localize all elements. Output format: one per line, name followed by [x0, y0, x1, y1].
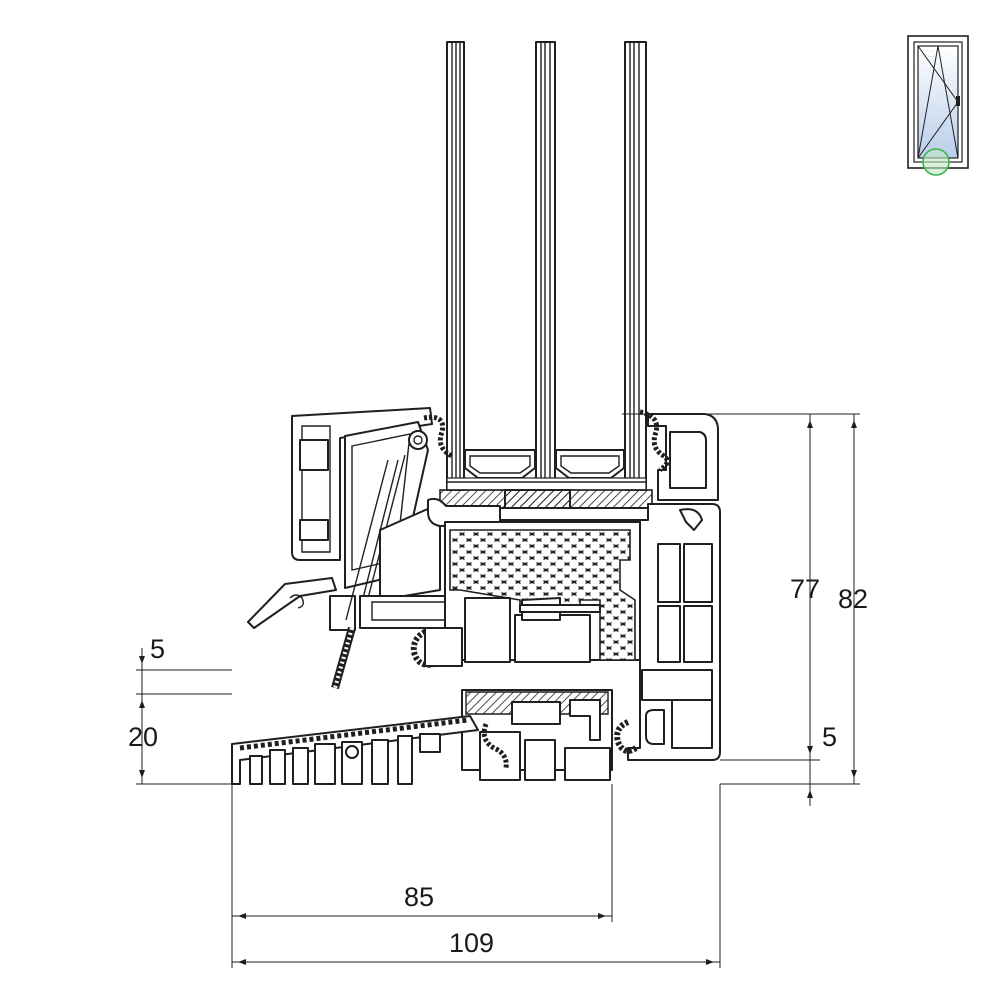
dim-sill-height-label: 20 — [128, 722, 158, 752]
glazing-unit — [446, 41, 647, 491]
detail-marker-icon — [922, 148, 950, 176]
glass-pane-inner — [624, 41, 647, 491]
spacer-right — [555, 449, 625, 479]
dim-total-width-label: 109 — [449, 928, 494, 958]
external-sill — [231, 715, 479, 785]
dim-frame-height-label: 77 — [790, 574, 820, 604]
tilt-turn-window-icon — [907, 35, 969, 176]
dim-gap-top-label: 5 — [150, 634, 165, 664]
dimension-lines — [136, 413, 860, 968]
sash-main-profile — [359, 497, 649, 668]
frame-bottom-profile — [461, 689, 613, 781]
frame-profile — [614, 503, 721, 761]
dim-offset-bottom-label: 5 — [822, 722, 837, 752]
dim-total-height-label: 82 — [838, 584, 868, 614]
spacer-left — [464, 449, 536, 479]
glazing-bead — [639, 409, 719, 501]
dim-sill-width-label: 85 — [404, 882, 434, 912]
